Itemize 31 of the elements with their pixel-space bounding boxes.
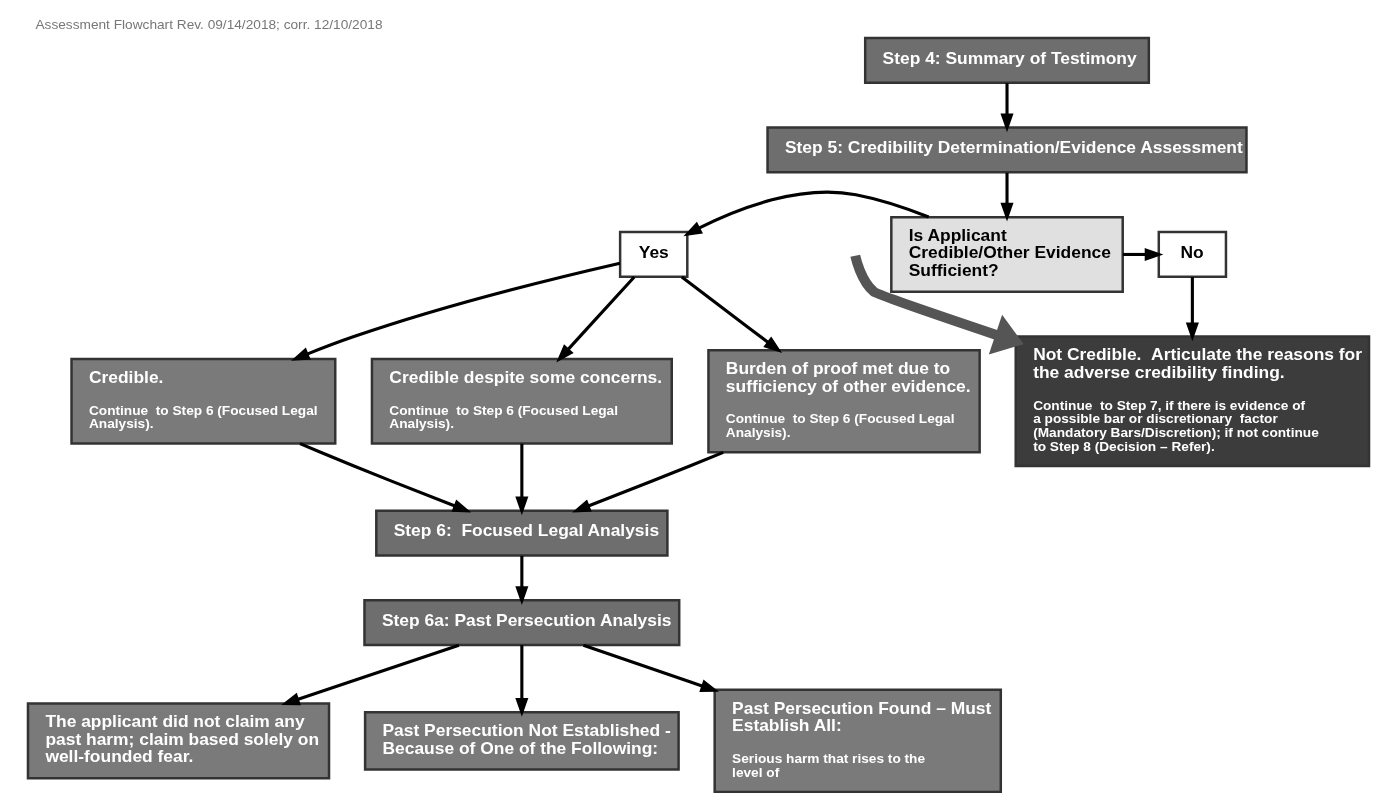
arrow <box>849 254 1024 355</box>
arrow <box>514 555 528 605</box>
node-box: Is Applicant Credible/Other Evidence Sufficient? <box>889 215 1124 294</box>
node-box: Not Credible. Articulate the reasons for the adverse credibility finding. Continue to Step 7, if there is evidence of a possible bar or discretionary factor (Mandatory Bars/Discretion); if not continue to Step 8 (Decision – Refer). <box>1013 335 1370 468</box>
node-box: Step 5: Credibility Determination/Evidence Assessment <box>765 126 1248 174</box>
arrow <box>682 190 929 237</box>
node-box: Step 6a: Past Persecution Analysis <box>362 599 680 647</box>
arrow <box>290 261 620 361</box>
arrow <box>555 275 635 363</box>
arrow <box>680 275 782 354</box>
diagram-title: Assessment Flowchart Rev. 09/14/2018; corr. 12/10/2018 <box>34 17 383 33</box>
node-box: Step 6: Focused Legal Analysis <box>374 509 669 557</box>
arrow <box>571 450 724 513</box>
node-box: Past Persecution Found – Must Establish All: Serious harm that rises to the level of <box>712 688 1002 794</box>
arrow <box>280 643 459 706</box>
arrow <box>514 443 528 516</box>
node-box: Credible. Continue to Step 6 (Focused Legal Analysis). <box>69 357 336 445</box>
node-box: Yes <box>618 230 689 279</box>
arrow <box>298 442 471 513</box>
arrow <box>999 83 1014 133</box>
node-box: Step 4: Summary of Testimony <box>863 36 1150 85</box>
arrow <box>514 645 528 717</box>
node-box: No <box>1157 230 1227 279</box>
arrow <box>1185 277 1199 342</box>
arrow <box>582 643 719 692</box>
node-box: The applicant did not claim any past harm; claim based solely on well-founded fear. <box>26 702 330 780</box>
node-box: Past Persecution Not Established - Because of One of the Following: <box>363 711 680 771</box>
arrow <box>999 172 1014 222</box>
arrow <box>1122 247 1163 261</box>
node-box: Credible despite some concerns. Continue to Step 6 (Focused Legal Analysis). <box>370 357 673 445</box>
node-box: Burden of proof met due to sufficiency of other evidence. Continue to Step 6 (Focused Legal Analysis). <box>706 349 981 454</box>
